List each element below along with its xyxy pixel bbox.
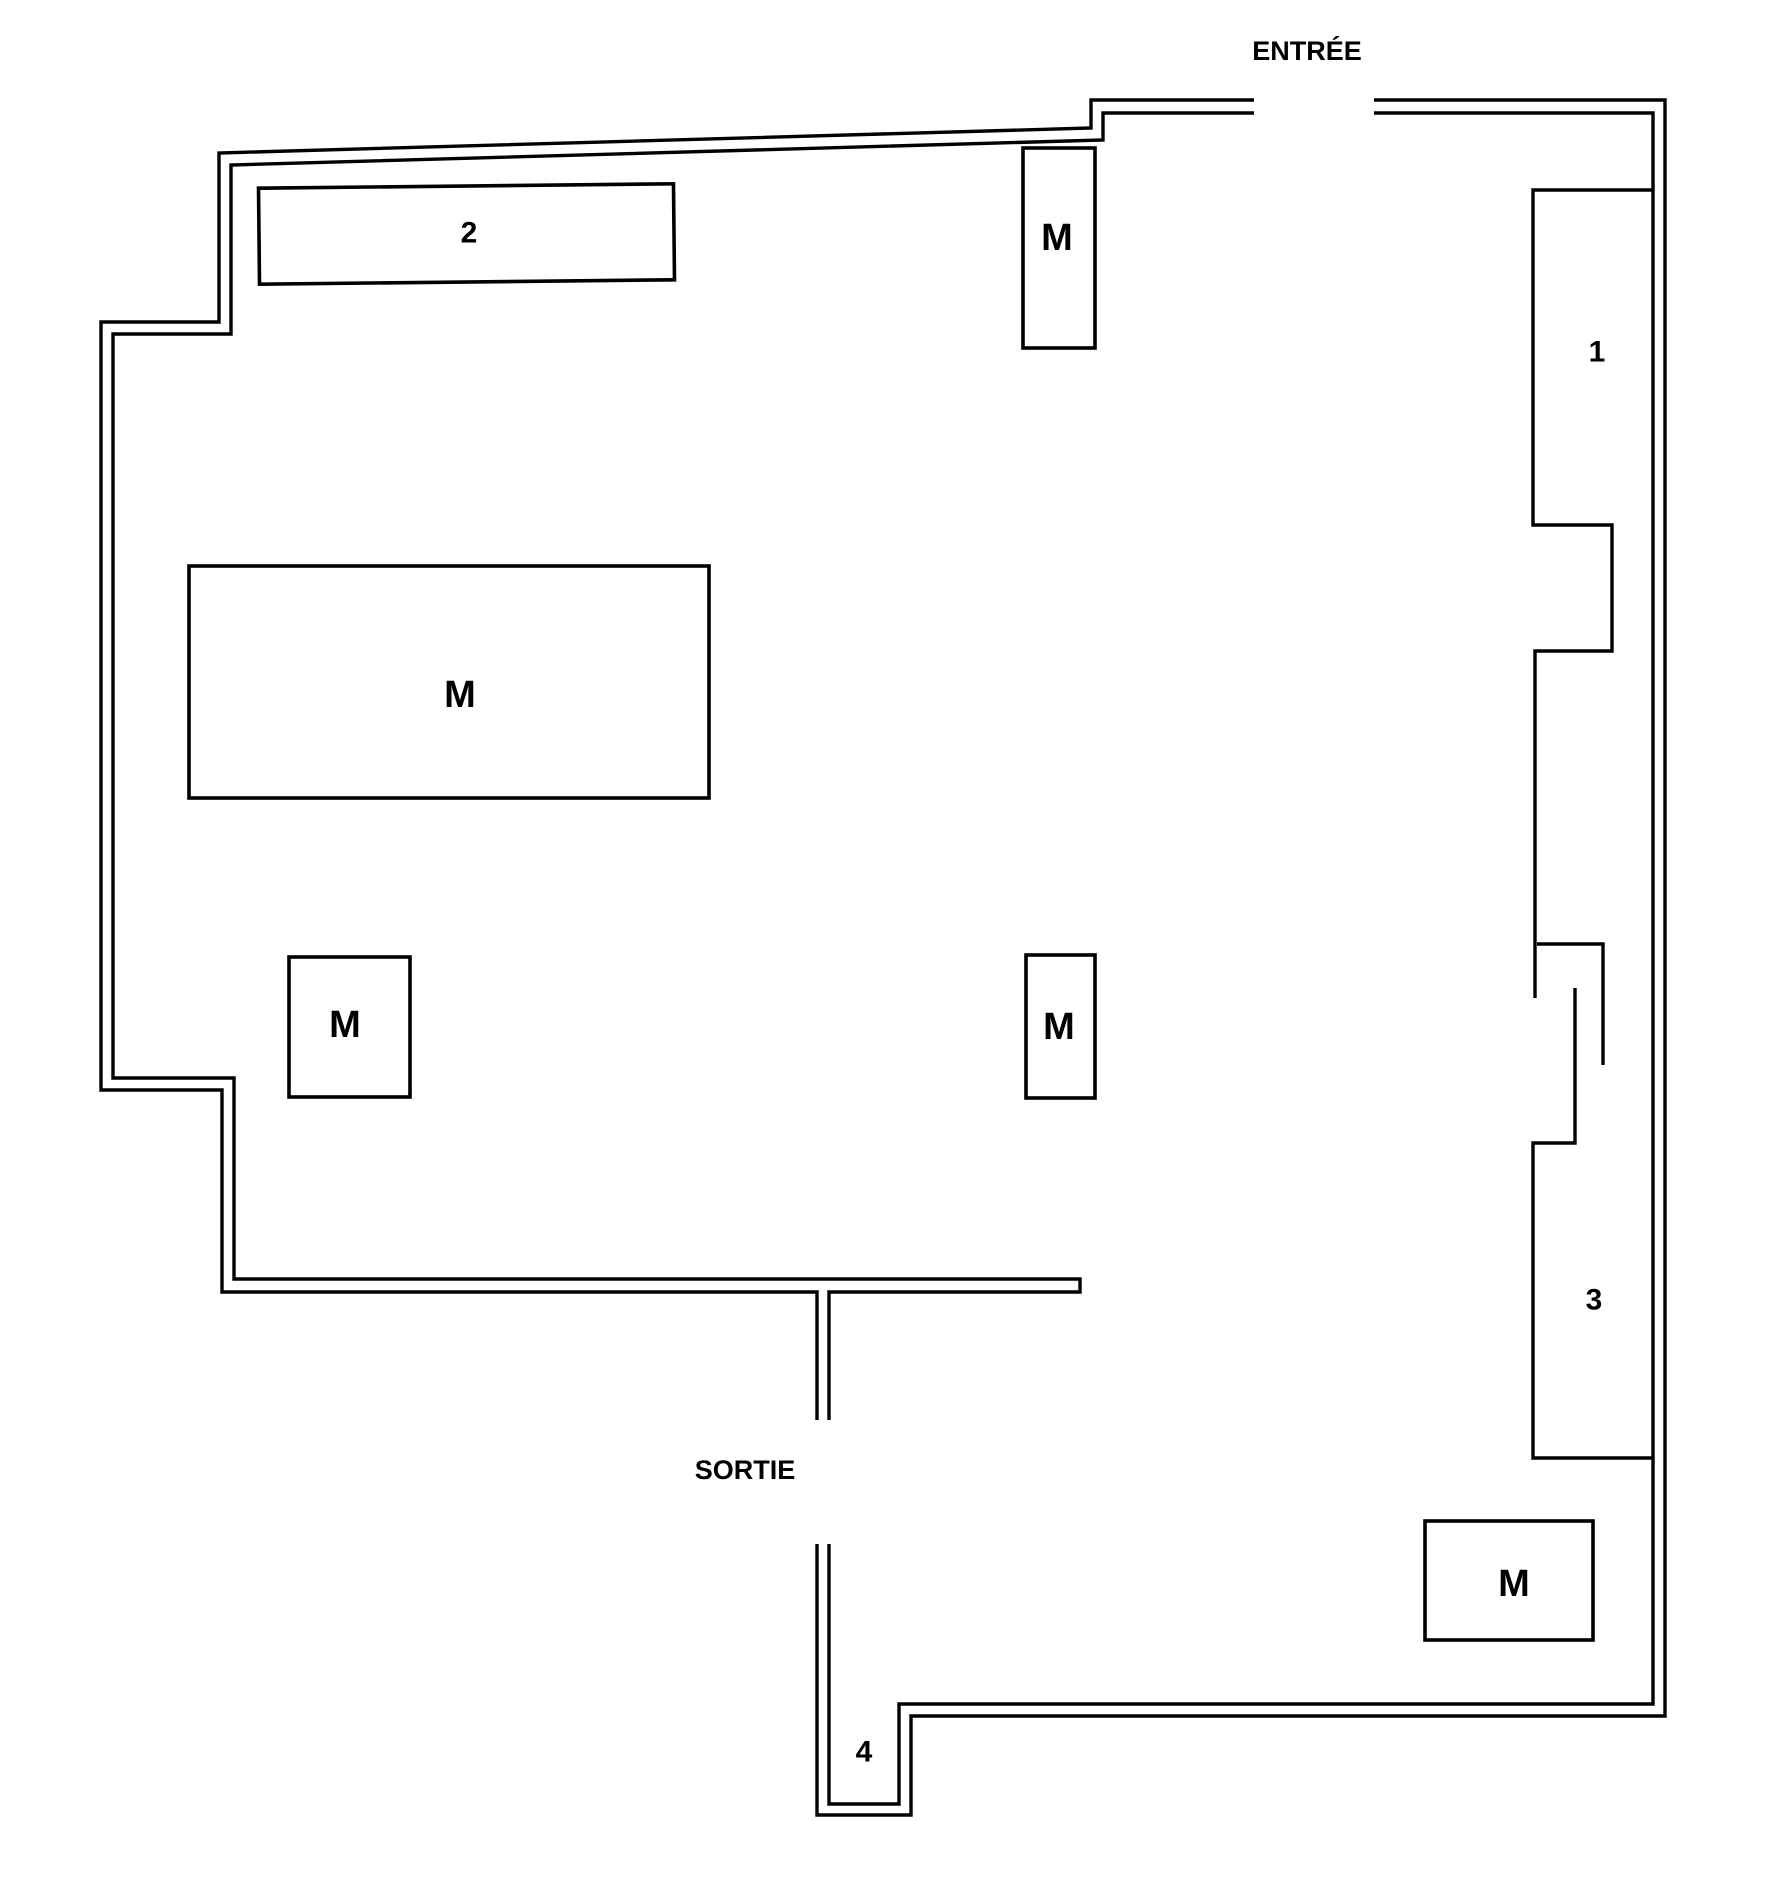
marker-m-label-top: M bbox=[1041, 217, 1073, 259]
area-1-label: 1 bbox=[1589, 336, 1606, 369]
marker-m-label-left: M bbox=[329, 1004, 361, 1046]
panel-mid-divider bbox=[1531, 988, 1653, 1460]
marker-m-box-large bbox=[187, 564, 711, 800]
area-3-label: 3 bbox=[1586, 1284, 1603, 1317]
right-panels bbox=[1531, 188, 1653, 1460]
marker-m-label-large: M bbox=[444, 674, 476, 716]
area-2-label: 2 bbox=[461, 217, 478, 250]
exit-label: SORTIE bbox=[695, 1455, 796, 1485]
area-2-box bbox=[256, 182, 677, 286]
outer-wall-inner-line bbox=[111, 111, 1655, 1806]
marker-m-label-bottom-right: M bbox=[1498, 1563, 1530, 1605]
marker-m-box-center bbox=[1024, 953, 1097, 1100]
panel-1-outline bbox=[1531, 188, 1653, 998]
marker-m-box-left bbox=[287, 955, 412, 1099]
outer-wall bbox=[99, 98, 1667, 1817]
marker-m-box-bottom-right bbox=[1423, 1519, 1595, 1642]
area-4-label: 4 bbox=[856, 1736, 873, 1769]
marker-m-box-top bbox=[1021, 146, 1097, 350]
outer-wall-outer-line bbox=[99, 98, 1667, 1817]
marker-m-label-center: M bbox=[1043, 1006, 1075, 1048]
entrance-label: ENTRÉE bbox=[1252, 35, 1362, 66]
panel-mid-notch bbox=[1537, 942, 1605, 1065]
